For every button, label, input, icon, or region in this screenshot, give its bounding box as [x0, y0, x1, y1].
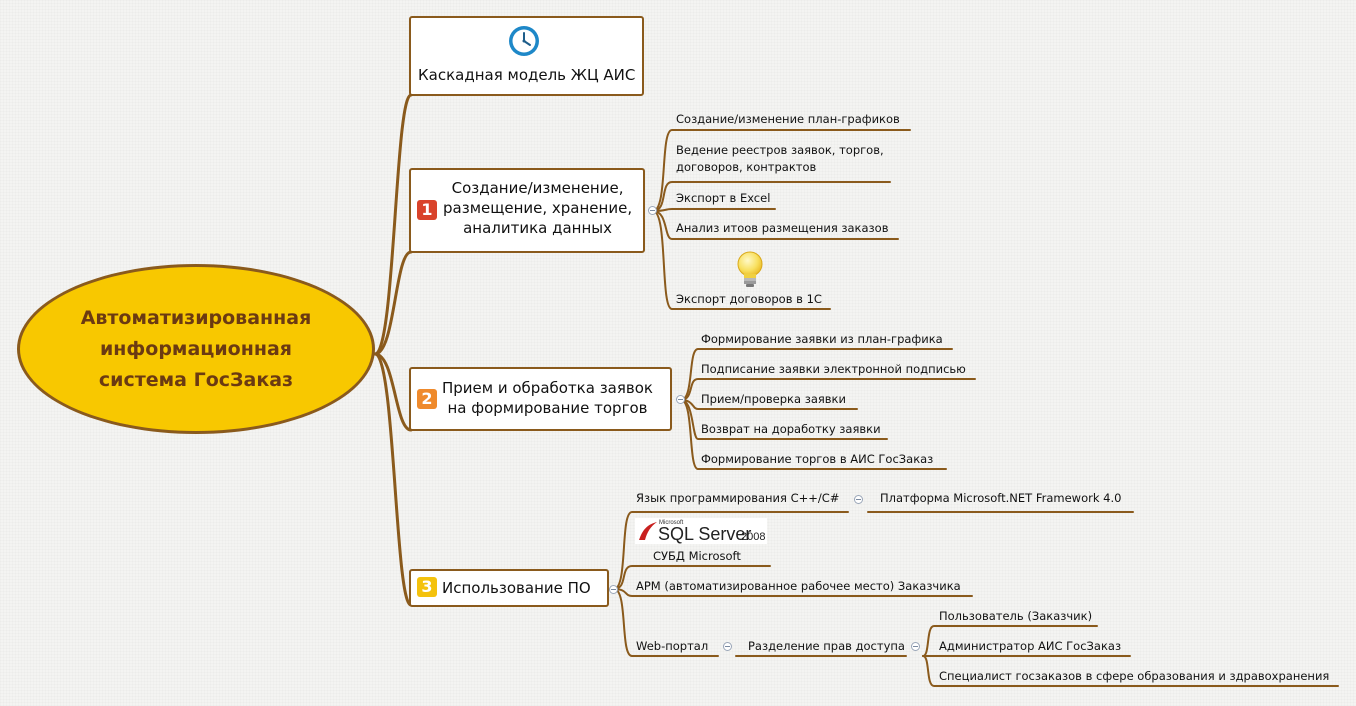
subtopic-arm[interactable]: АРМ (автоматизированное рабочее место) З…: [636, 579, 961, 593]
collapse-toggle-topic-3[interactable]: [609, 585, 618, 594]
subtopic-schedule-editing[interactable]: Создание/изменение план-графиков: [676, 112, 900, 126]
subtopic-analysis[interactable]: Анализ итоов размещения заказов: [676, 221, 889, 235]
subtopic-user[interactable]: Пользователь (Заказчик): [939, 609, 1093, 623]
subtopic-registers[interactable]: Ведение реестров заявок, торгов, договор…: [676, 143, 884, 174]
subtopic-language[interactable]: Язык программирования С++/С#: [636, 491, 840, 505]
priority-1-icon: 1: [417, 200, 437, 220]
collapse-toggle-access-rights[interactable]: [911, 642, 920, 651]
topic-applications[interactable]: [409, 367, 672, 431]
subtopic-dbms[interactable]: СУБД Microsoft: [653, 549, 741, 563]
subtopic-export-excel[interactable]: Экспорт в Excel: [676, 191, 771, 205]
topic-software[interactable]: [409, 569, 609, 607]
topic-data-management[interactable]: [409, 168, 645, 253]
central-topic[interactable]: Автоматизированная информационная систем…: [17, 264, 375, 434]
topic-software-label: Использование ПО: [442, 579, 591, 597]
subtopic-form-from-schedule[interactable]: Формирование заявки из план-графика: [701, 332, 943, 346]
collapse-toggle-topic-1[interactable]: [648, 206, 657, 215]
clock-icon: [509, 26, 539, 56]
subtopic-web-portal[interactable]: Web-портал: [636, 639, 709, 653]
subtopic-return[interactable]: Возврат на доработку заявки: [701, 422, 881, 436]
sql-logo-year: 2008: [741, 531, 765, 543]
subtopic-check[interactable]: Прием/проверка заявки: [701, 392, 846, 406]
priority-3-icon: 3: [417, 577, 437, 597]
collapse-toggle-web-portal[interactable]: [723, 642, 732, 651]
subtopic-access-rights[interactable]: Разделение прав доступа: [748, 639, 905, 653]
topic-cascade-model-label: Каскадная модель ЖЦ АИС: [418, 66, 636, 84]
collapse-toggle-language[interactable]: [854, 495, 863, 504]
collapse-toggle-topic-2[interactable]: [676, 395, 685, 404]
subtopic-export-1c[interactable]: Экспорт договоров в 1С: [676, 292, 822, 306]
topic-data-management-label: Создание/изменение, размещение, хранение…: [443, 179, 633, 237]
topic-applications-label: Прием и обработка заявок на формирование…: [442, 379, 653, 417]
lightbulb-icon: [737, 251, 763, 287]
central-topic-label: Автоматизированная информационная систем…: [80, 306, 312, 391]
sql-logo-product: SQL Server: [658, 524, 751, 544]
sql-logo-brand: Microsoft: [659, 520, 684, 526]
subtopic-e-signature[interactable]: Подписание заявки электронной подписью: [701, 362, 966, 376]
subtopic-specialist[interactable]: Специалист госзаказов в сфере образовани…: [939, 669, 1330, 683]
subtopic-form-tenders[interactable]: Формирование торгов в АИС ГосЗаказ: [701, 452, 934, 466]
priority-2-icon: 2: [417, 389, 437, 409]
subtopic-dotnet[interactable]: Платформа Microsoft.NET Framework 4.0: [880, 491, 1122, 505]
subtopic-admin[interactable]: Администратор АИС ГосЗаказ: [939, 639, 1122, 653]
sql-server-logo: Microsoft SQL Server 2008: [635, 518, 767, 544]
